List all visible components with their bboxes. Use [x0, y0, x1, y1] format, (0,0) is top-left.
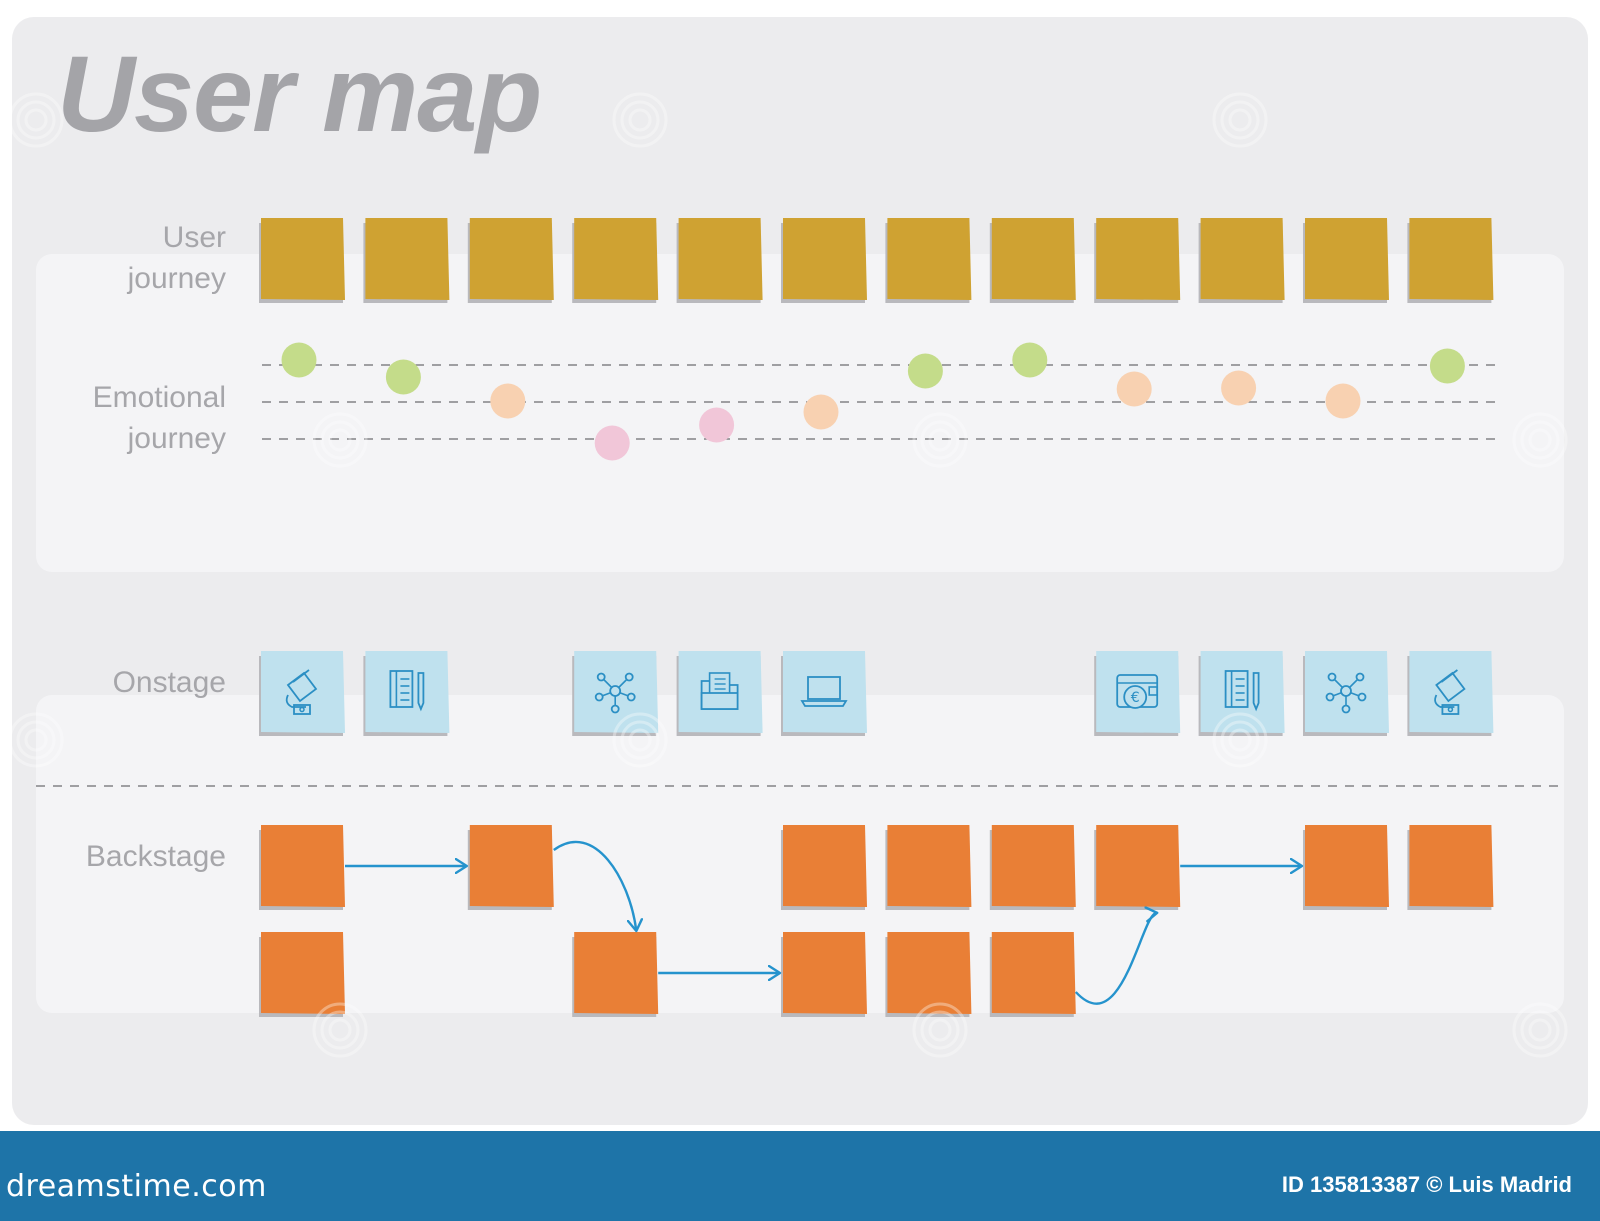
- emotion-point-neutral: [490, 383, 526, 419]
- folder-icon: [700, 672, 739, 710]
- notebook-pencil-icon: [389, 670, 425, 712]
- user-journey-note: [259, 218, 345, 303]
- watermark-swirl-icon: [1512, 412, 1568, 468]
- emotion-point-neutral: [1221, 370, 1257, 406]
- user-journey-note: [1094, 218, 1181, 303]
- emotion-point-neutral: [1116, 371, 1152, 407]
- backstage-note: [1407, 825, 1494, 910]
- onstage-label: Onstage: [112, 666, 226, 699]
- page-title: User map: [57, 33, 542, 154]
- emotion-points: [281, 342, 1465, 461]
- connection-arrow: [553, 840, 636, 930]
- user-journey-row: [259, 218, 1494, 303]
- hand-cards-icon: [1434, 669, 1466, 715]
- user-journey-note: [1303, 218, 1389, 303]
- emotion-point-positive: [385, 359, 421, 395]
- footer-credit: ID 135813387 © Luis Madrid: [1281, 1172, 1572, 1197]
- network-icon: [594, 672, 636, 714]
- backstage-row: [259, 825, 1494, 1017]
- onstage-note: [676, 651, 763, 736]
- hand-cards-icon: [285, 669, 318, 715]
- watermark-swirl-icon: [312, 412, 368, 468]
- user-journey-note: [1198, 218, 1285, 303]
- onstage-note: [781, 651, 867, 736]
- emotion-point-neutral: [803, 394, 839, 430]
- onstage-note: [259, 651, 345, 736]
- backstage-note: [781, 932, 867, 1017]
- onstage-note: €: [1094, 651, 1181, 736]
- user-journey-note: [572, 218, 659, 303]
- emotion-point-negative: [699, 407, 735, 443]
- connection-arrow: [1074, 913, 1156, 1005]
- backstage-connections: [345, 840, 1301, 1005]
- watermark-swirl-icon: [312, 1002, 368, 1058]
- onstage-note: [1407, 651, 1494, 736]
- user-journey-note: [363, 218, 450, 303]
- euro-wallet-icon: €: [1116, 674, 1159, 709]
- notebook-pencil-icon: [1224, 670, 1260, 712]
- watermark-swirl-icon: [1512, 1002, 1568, 1058]
- backstage-note: [781, 825, 867, 910]
- user-journey-note: [467, 218, 554, 303]
- onstage-note: [572, 651, 659, 736]
- watermark-swirl-icon: [612, 712, 668, 768]
- backstage-note: [259, 825, 345, 910]
- emotional-journey-label: Emotional journey: [92, 381, 226, 455]
- backstage-note: [989, 932, 1076, 1017]
- watermark-swirl-icon: [8, 92, 64, 148]
- emotion-point-positive: [1429, 348, 1465, 384]
- journey-panel: [36, 254, 1564, 572]
- backstage-note: [467, 825, 554, 910]
- network-icon: [1325, 672, 1367, 714]
- backstage-note: [885, 825, 972, 910]
- emotion-point-neutral: [1325, 383, 1361, 419]
- emotion-point-positive: [1012, 342, 1048, 378]
- backstage-note: [259, 932, 345, 1017]
- watermark-swirl-icon: [912, 1002, 968, 1058]
- user-journey-note: [781, 218, 867, 303]
- footer-brand[interactable]: dreamstime.com: [6, 1169, 267, 1204]
- watermark-swirl-icon: [612, 92, 668, 148]
- watermark-swirl-icon: [912, 412, 968, 468]
- user-journey-note: [1407, 218, 1494, 303]
- footer-bar: dreamstime.com ID 135813387 © Luis Madri…: [0, 1131, 1600, 1221]
- backstage-note: [1303, 825, 1389, 910]
- map-canvas: €: [8, 92, 1568, 1058]
- backstage-label: Backstage: [85, 840, 226, 873]
- onstage-row: €: [259, 651, 1494, 736]
- laptop-icon: [800, 676, 848, 707]
- onstage-note: [1303, 651, 1389, 736]
- backstage-note: [572, 932, 659, 1017]
- backstage-note: [989, 825, 1076, 910]
- user-journey-label: User journey: [127, 221, 226, 295]
- onstage-note: [1198, 651, 1285, 736]
- watermark-layer: [8, 92, 1568, 1058]
- emotion-point-negative: [594, 425, 630, 461]
- watermark-swirl-icon: [1212, 92, 1268, 148]
- watermark-swirl-icon: [1212, 712, 1268, 768]
- user-journey-note: [676, 218, 763, 303]
- emotion-guide-lines: [262, 364, 1500, 440]
- backstage-note: [885, 932, 972, 1017]
- onstage-note: [363, 651, 450, 736]
- emotion-point-positive: [907, 353, 943, 389]
- emotion-point-positive: [281, 342, 317, 378]
- user-journey-note: [989, 218, 1076, 303]
- svg-text:€: €: [1131, 690, 1140, 706]
- backstage-note: [1094, 825, 1181, 910]
- watermark-swirl-icon: [8, 712, 64, 768]
- user-journey-note: [885, 218, 972, 303]
